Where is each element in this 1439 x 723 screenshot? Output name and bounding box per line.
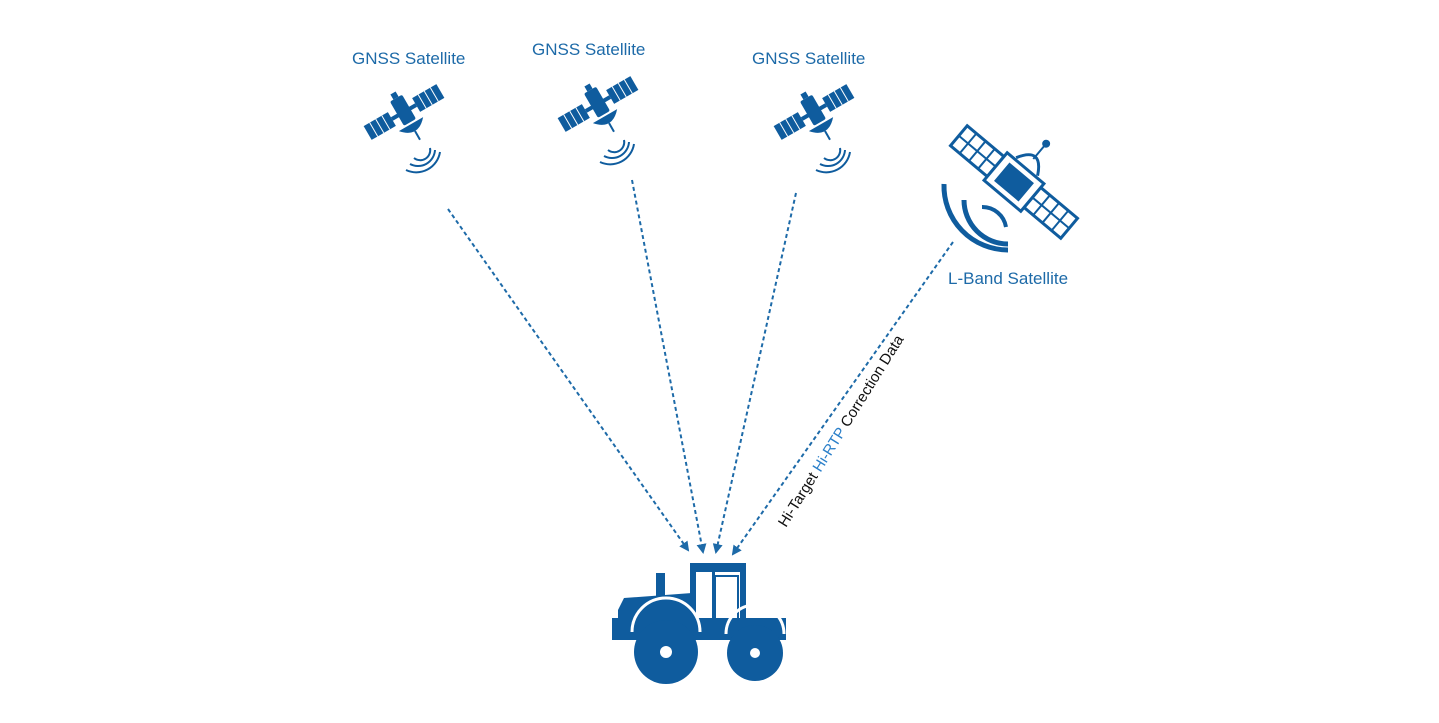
signal-ray-l-band — [731, 241, 954, 556]
gnss-satellite-label-3: GNSS Satellite — [752, 49, 866, 68]
correction-prefix: Hi-Target — [775, 466, 824, 530]
gnss-satellite-icon — [549, 62, 652, 166]
correction-suffix: Correction Data — [835, 332, 908, 434]
signal-ray-gnss-3 — [712, 192, 797, 554]
gnss-satellite-label-2: GNSS Satellite — [532, 40, 646, 59]
correction-highlight: Hi-RTP — [809, 425, 849, 475]
l-band-satellite-label: L-Band Satellite — [948, 269, 1069, 288]
tractor-icon — [612, 563, 786, 684]
l-band-satellite-icon — [948, 123, 1080, 241]
signal-ray-gnss-1 — [447, 208, 690, 552]
gnss-satellite-icon — [355, 70, 458, 174]
signal-waves-icon — [941, 183, 1009, 253]
signal-ray-gnss-2 — [631, 179, 707, 554]
correction-data-label: Hi-Target Hi-RTP Correction Data — [775, 332, 908, 531]
gnss-satellite-icon — [765, 70, 868, 174]
gnss-satellite-label-1: GNSS Satellite — [352, 49, 466, 68]
